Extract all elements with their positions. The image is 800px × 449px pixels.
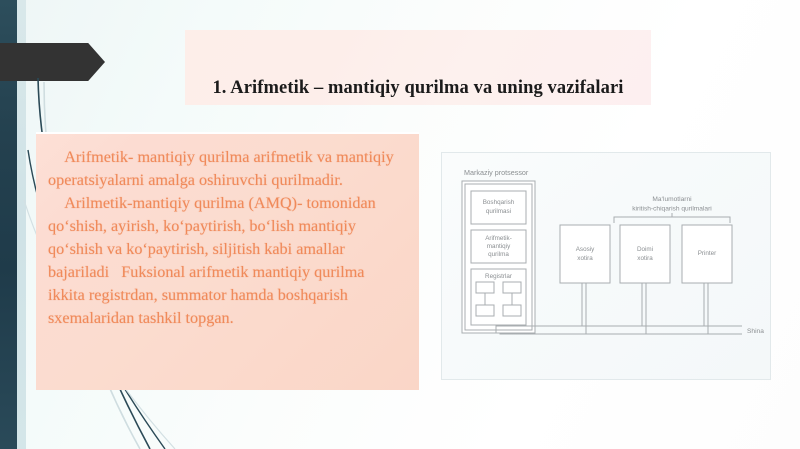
arrow-banner-decoration	[0, 43, 105, 81]
diagram-svg: Markaziy protsessor Boshqarish qurilmasi…	[461, 168, 764, 335]
alu-label-line2: mantiqiy	[487, 243, 511, 250]
alu-label-line1: Arifmetik-	[485, 235, 512, 242]
memory-primary-label-line1: Asosiy	[576, 246, 595, 253]
memory-rom-box	[619, 224, 671, 284]
printer-label: Printer	[698, 250, 717, 257]
bus-line-upper	[495, 325, 742, 333]
register-cell-3	[475, 304, 495, 317]
memory-primary-label-line2: xotira	[577, 255, 593, 262]
memory-rom-label-line1: Doimi	[637, 246, 653, 253]
control-unit-label-line1: Boshqarish	[483, 199, 515, 206]
body-paragraph: Arifmetik- mantiqiy qurilma arifmetik va…	[48, 148, 394, 327]
memory-primary-box	[559, 224, 611, 284]
registers-label: Registrlar	[485, 273, 512, 280]
bus-label: Shina	[747, 328, 764, 335]
register-cell-4	[502, 304, 522, 317]
control-unit-label-line2: qurilmasi	[486, 208, 511, 215]
architecture-diagram: Markaziy protsessor Boshqarish qurilmasi…	[441, 152, 771, 380]
bus-line-lower	[499, 333, 742, 335]
register-cell-1	[475, 281, 495, 294]
cpu-group-label: Markaziy protsessor	[464, 168, 529, 177]
left-edge-strip	[0, 0, 17, 449]
title-bar: 1. Arifmetik – mantiqiy qurilma va uning…	[185, 30, 651, 105]
body-text-panel: Arifmetik- mantiqiy qurilma arifmetik va…	[36, 132, 419, 390]
alu-box	[470, 229, 527, 264]
printer-box	[681, 224, 733, 284]
left-edge-strip-inner	[17, 0, 26, 449]
io-group-label-line1: Ma‘lumotlarni	[652, 196, 692, 203]
control-unit-box	[470, 190, 527, 225]
alu-label-line3: qurilma	[488, 251, 509, 258]
memory-rom-label-line2: xotira	[637, 255, 653, 262]
io-group-label-line2: kiritish-chiqarish qurilmalari	[632, 206, 712, 213]
register-cell-2	[502, 281, 522, 294]
io-group-bracket	[613, 216, 731, 223]
page-title: 1. Arifmetik – mantiqiy qurilma va uning…	[212, 78, 624, 98]
